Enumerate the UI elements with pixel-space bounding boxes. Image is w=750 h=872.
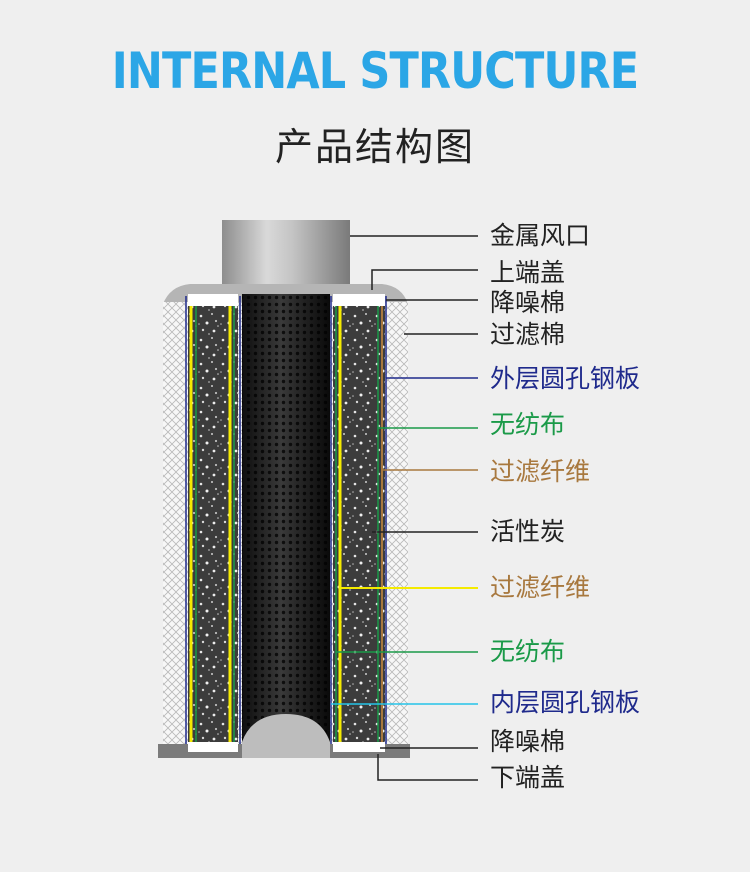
leader-top-cap bbox=[371, 269, 478, 290]
label-noise-cotton-bottom: 降噪棉 bbox=[490, 727, 566, 756]
core-perforation bbox=[242, 294, 330, 754]
bottom-cap-dome bbox=[242, 714, 330, 758]
label-filter-cotton: 过滤棉 bbox=[490, 320, 566, 349]
label-metal-outlet: 金属风口 bbox=[490, 221, 591, 250]
label-nonwoven-outer: 无纺布 bbox=[490, 410, 566, 439]
metal-outlet bbox=[222, 220, 350, 288]
label-filter-fiber-outer: 过滤纤维 bbox=[490, 457, 591, 486]
label-noise-cotton-top: 降噪棉 bbox=[490, 288, 566, 317]
label-filter-fiber-inner: 过滤纤维 bbox=[490, 573, 591, 602]
noise-cotton-top-left bbox=[188, 294, 238, 306]
noise-cotton-bottom-right bbox=[333, 742, 385, 752]
noise-cotton-top-right bbox=[333, 294, 385, 306]
label-bottom-cap: 下端盖 bbox=[490, 763, 566, 792]
title-chinese: 产品结构图 bbox=[274, 125, 475, 169]
activated-carbon-right bbox=[333, 306, 385, 746]
label-inner-mesh: 内层圆孔钢板 bbox=[490, 688, 641, 717]
label-nonwoven-inner: 无纺布 bbox=[490, 637, 566, 666]
leader-lines bbox=[331, 235, 478, 781]
title-english: INTERNAL STRUCTURE bbox=[111, 42, 639, 100]
noise-cotton-bottom-left bbox=[188, 742, 238, 752]
label-top-cap: 上端盖 bbox=[490, 258, 566, 287]
label-outer-mesh: 外层圆孔钢板 bbox=[490, 364, 641, 393]
label-activated-carbon: 活性炭 bbox=[490, 517, 566, 546]
leader-bottom-cap bbox=[377, 754, 478, 781]
